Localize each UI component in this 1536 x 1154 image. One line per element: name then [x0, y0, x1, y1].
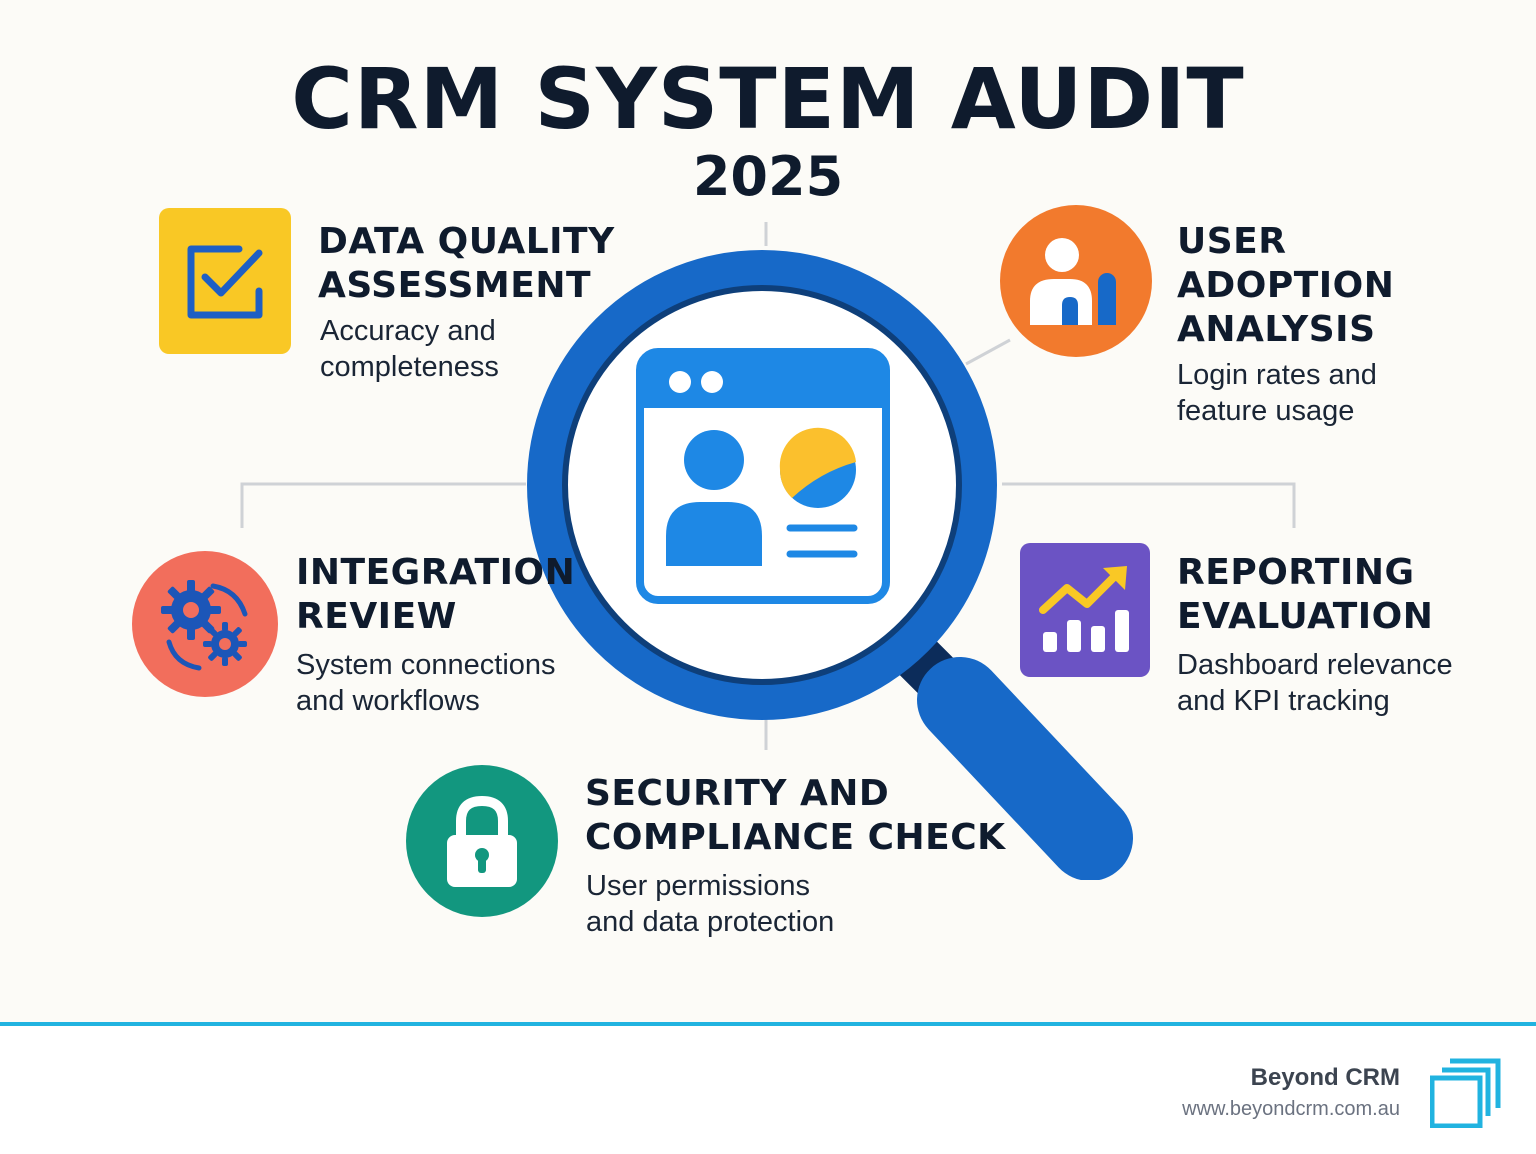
page-title: CRM SYSTEM AUDIT — [291, 50, 1245, 148]
data-quality-desc: Accuracy and completeness — [320, 315, 499, 383]
integration-desc: System connections and workflows — [296, 649, 556, 717]
user-adoption-title: USER ADOPTION ANALYSIS — [1177, 221, 1395, 350]
infographic-canvas: CRM SYSTEM AUDIT 2025 DATA QUALITY ASSES… — [132, 50, 1453, 938]
brand-name: Beyond CRM — [1250, 1064, 1400, 1091]
connector-lines — [240, 222, 1296, 750]
magnifier-crm-window-icon — [527, 250, 1133, 880]
data-quality-title: DATA QUALITY ASSESSMENT — [318, 221, 615, 306]
reporting-title: REPORTING EVALUATION — [1177, 552, 1434, 637]
padlock-icon — [406, 765, 558, 917]
user-adoption-desc: Login rates and feature usage — [1177, 359, 1377, 427]
security-title: SECURITY AND COMPLIANCE CHECK — [585, 773, 1006, 858]
gears-icon — [132, 551, 278, 697]
user-chart-icon — [1000, 205, 1152, 357]
brand-url[interactable]: www.beyondcrm.com.au — [1182, 1098, 1400, 1120]
integration-title: INTEGRATION REVIEW — [296, 552, 576, 637]
checkbox-icon — [159, 208, 291, 354]
page-year: 2025 — [692, 145, 844, 208]
footer-divider — [0, 1022, 1536, 1026]
security-desc: User permissions and data protection — [586, 870, 835, 938]
reporting-desc: Dashboard relevance and KPI tracking — [1177, 649, 1453, 717]
stacked-squares-logo-icon — [1430, 1058, 1501, 1128]
trend-chart-icon — [1020, 543, 1150, 677]
